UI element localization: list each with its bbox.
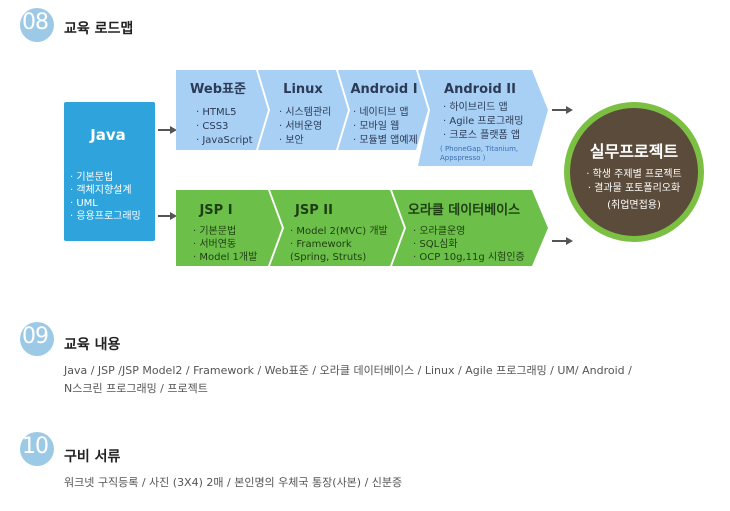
- section-10-text-line1: 워크넷 구직등록 / 사진 (3X4) 2매 / 본인명의 우체국 통장(사본)…: [64, 476, 403, 489]
- web-item-1: · HTML5: [196, 107, 237, 118]
- linux-item-3: · 보안: [279, 134, 304, 146]
- android1-item-3: · 모듈별 앱예제: [353, 134, 418, 146]
- section-09-title: 교육 내용: [64, 337, 121, 353]
- oracle-title: 오라클 데이터베이스: [408, 202, 520, 218]
- android1-item-1: · 네이티브 앱: [353, 106, 409, 118]
- web-item-3: · JavaScript: [196, 135, 253, 146]
- android1-title: Android I: [350, 82, 417, 97]
- section-10-badge: [20, 432, 54, 466]
- section-08-number: 08: [22, 10, 49, 35]
- jsp1-title: JSP I: [198, 203, 232, 218]
- section-08-title: 교육 로드맵: [64, 21, 134, 37]
- chevron-oracle: [392, 190, 548, 266]
- java-item-3: · UML: [70, 198, 98, 209]
- java-item-1: · 기본문법: [70, 171, 113, 183]
- web-title: Web표준: [190, 82, 246, 97]
- jsp1-item-1: · 기본문법: [193, 225, 236, 237]
- chevron-web: [176, 70, 268, 150]
- android2-item-3: · 크로스 플랫폼 앱: [443, 129, 520, 141]
- section-09-text-line1: Java / JSP /JSP Model2 / Framework / Web…: [64, 364, 632, 377]
- java-item-4: · 응용프로그래밍: [70, 210, 141, 222]
- section-10-number: 10: [22, 434, 49, 459]
- jsp2-item-1: · Model 2(MVC) 개발: [290, 225, 388, 237]
- section-10-title: 구비 서류: [64, 449, 121, 465]
- java-title: Java: [89, 126, 126, 144]
- project-item-2: · 결과물 포토폴리오화: [588, 182, 680, 194]
- oracle-item-3: · OCP 10g,11g 시험인증: [413, 251, 525, 263]
- android2-item-2: · Agile 프로그래밍: [443, 115, 523, 127]
- oracle-item-1: · 오라클운영: [413, 225, 465, 237]
- jsp2-item-2: · Framework: [290, 239, 352, 250]
- android2-item-1: · 하이브리드 앱: [443, 100, 508, 113]
- android2-note-1: ( PhoneGap, Titanium,: [440, 145, 518, 153]
- jsp1-item-2: · 서버연동: [193, 238, 236, 250]
- chevron-android2: [418, 70, 548, 166]
- linux-title: Linux: [283, 82, 323, 97]
- jsp2-item-3: (Spring, Struts): [290, 252, 366, 263]
- jsp1-item-3: · Model 1개발: [193, 251, 257, 263]
- jsp2-title: JSP II: [294, 203, 333, 218]
- oracle-item-2: · SQL심화: [413, 238, 458, 250]
- section-08-badge: [20, 8, 54, 42]
- java-box: [64, 102, 155, 241]
- chevron-jsp2: [270, 190, 404, 266]
- linux-item-1: · 시스템관리: [279, 106, 331, 118]
- android1-item-2: · 모바일 웹: [353, 120, 399, 132]
- chevron-jsp1: [176, 190, 282, 266]
- section-09-text-line2: N스크린 프로그래밍 / 프로젝트: [64, 382, 208, 395]
- web-item-2: · CSS3: [196, 121, 228, 132]
- roadmap-diagram: Java · 기본문법 · 객체지향설계 · UML · 응용프로그래밍 Web…: [64, 70, 704, 266]
- project-item-3: (취업면접용): [607, 198, 661, 211]
- chevron-android1: [338, 70, 428, 150]
- project-item-1: · 학생 주제별 프로젝트: [586, 168, 682, 180]
- section-09-number: 09: [22, 324, 49, 349]
- android2-note-2: Appspresso ): [440, 154, 486, 162]
- section-09-badge: [20, 322, 54, 356]
- java-item-2: · 객체지향설계: [70, 184, 132, 196]
- android2-title: Android II: [444, 82, 516, 97]
- project-title: 실무프로젝트: [590, 142, 679, 161]
- project-circle: [570, 108, 698, 236]
- chevron-linux: [258, 70, 348, 150]
- linux-item-2: · 서버운영: [279, 120, 322, 132]
